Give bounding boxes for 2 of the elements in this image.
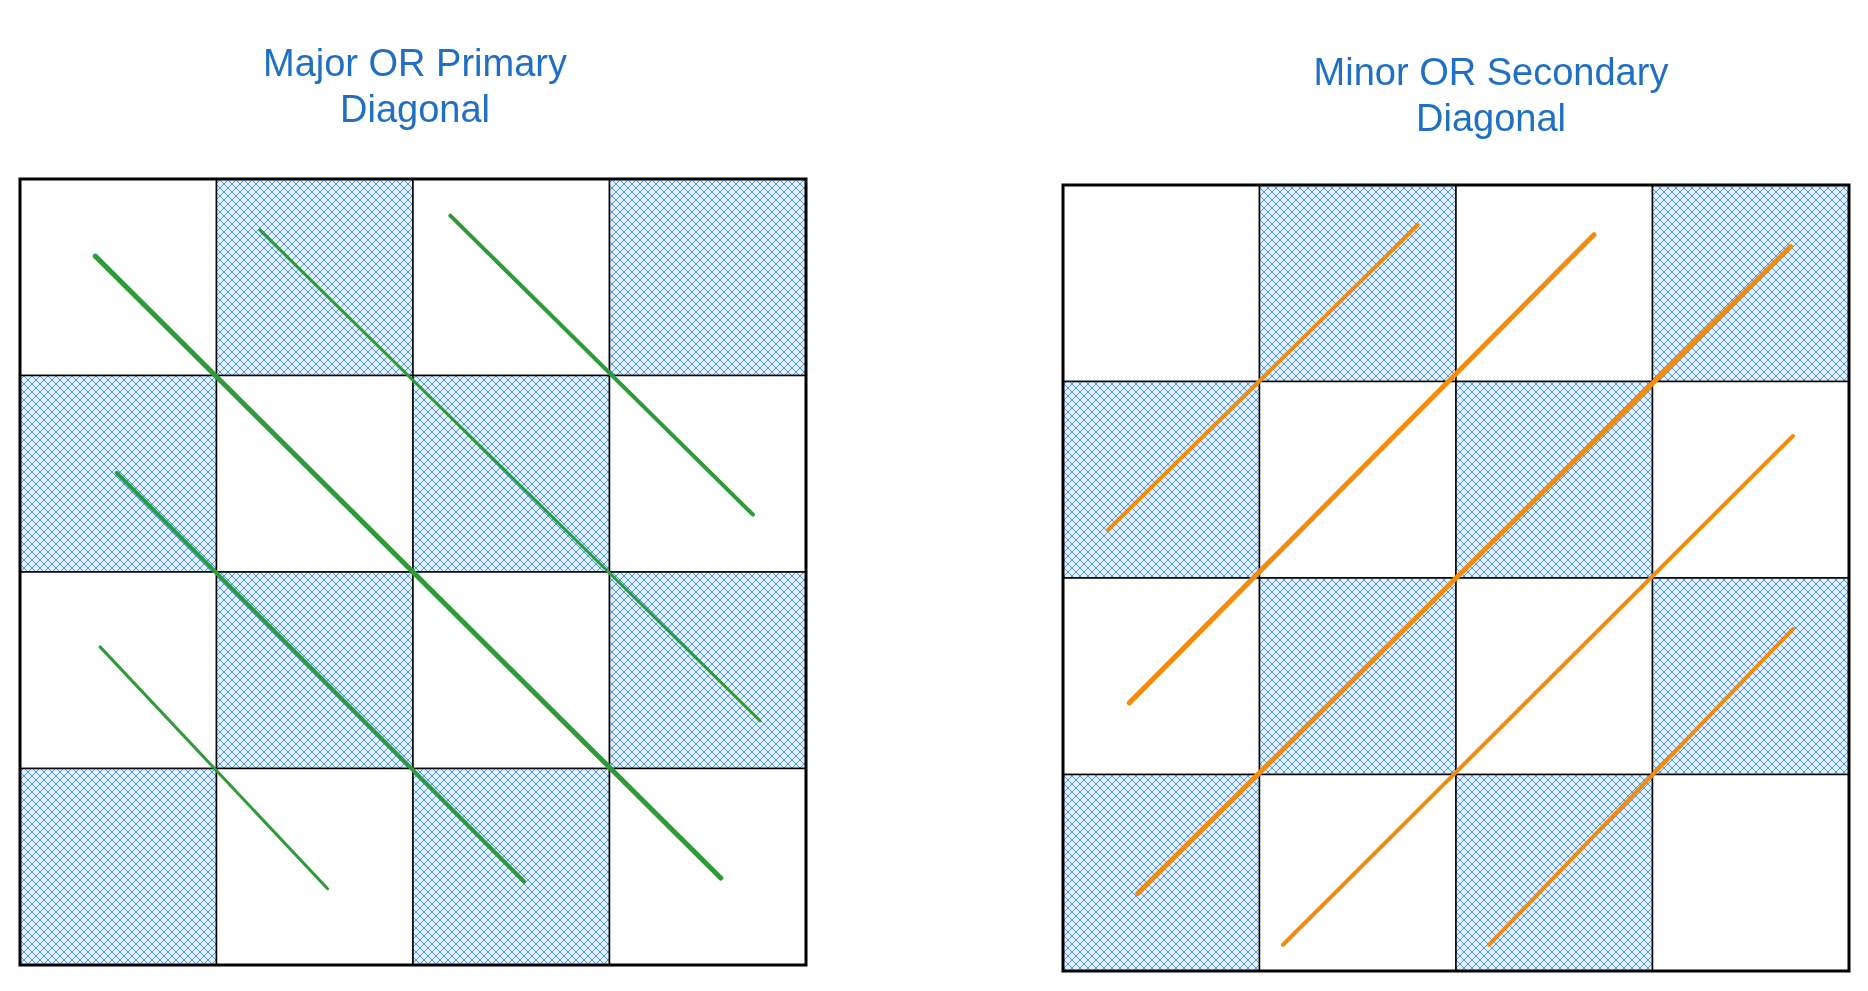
diagonal-heading: Major OR Primary Diagonal <box>262 41 568 132</box>
diagonal-heading: Minor OR Secondary Diagonal <box>1312 50 1670 141</box>
